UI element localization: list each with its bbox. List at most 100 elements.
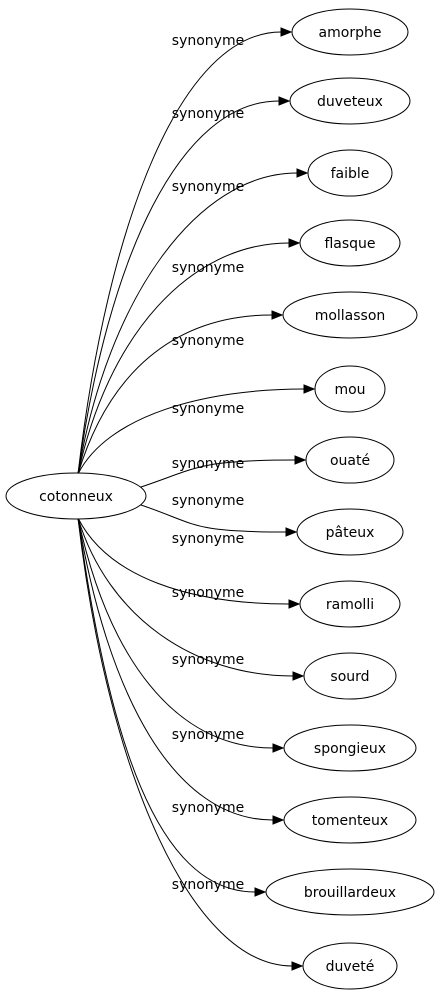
- edge-line: [77, 517, 274, 749]
- edge-line: [137, 503, 287, 533]
- target-node[interactable]: faible: [307, 149, 393, 197]
- edge-label: synonyme: [172, 727, 244, 743]
- synonym-edge: synonyme: [77, 238, 301, 475]
- edge-label: synonyme: [172, 585, 244, 601]
- target-node[interactable]: spongieux: [283, 724, 417, 772]
- source-node[interactable]: cotonneux: [5, 472, 147, 520]
- edge-line: [137, 459, 296, 489]
- target-node-label: sourd: [330, 669, 369, 685]
- edge-label: synonyme: [172, 33, 244, 49]
- target-node-ellipse: [282, 291, 418, 339]
- edge-label: synonyme: [172, 401, 244, 417]
- synonym-edge: synonyme: [77, 517, 285, 753]
- edge-label: synonyme: [172, 652, 244, 668]
- target-node[interactable]: ouaté: [305, 436, 395, 484]
- target-node-ellipse: [283, 724, 417, 772]
- synonym-edge: synonyme: [77, 517, 267, 897]
- target-node-label: faible: [331, 166, 370, 182]
- synonym-edge: synonyme: [77, 517, 285, 825]
- edge-label: synonyme: [172, 493, 244, 509]
- synonym-edge: synonyme: [77, 517, 304, 971]
- edge-line: [77, 517, 256, 893]
- arrowhead-icon: [294, 455, 307, 465]
- target-node[interactable]: ramolli: [299, 580, 401, 628]
- target-node-ellipse: [305, 436, 395, 484]
- target-node-ellipse: [291, 8, 409, 56]
- edge-line: [77, 172, 298, 475]
- synonym-edge: synonyme: [77, 517, 301, 609]
- synonym-edge: synonyme: [77, 27, 293, 475]
- target-node-label: spongieux: [314, 741, 386, 757]
- target-node[interactable]: pâteux: [296, 508, 404, 556]
- arrowhead-icon: [288, 599, 301, 609]
- edge-line: [77, 100, 280, 475]
- target-node[interactable]: sourd: [303, 652, 397, 700]
- arrowhead-icon: [285, 527, 298, 537]
- arrowhead-icon: [272, 815, 285, 825]
- target-node[interactable]: tomenteux: [283, 796, 417, 844]
- edge-label: synonyme: [172, 456, 244, 472]
- edge-line: [77, 388, 305, 475]
- target-node-ellipse: [296, 508, 404, 556]
- target-node-ellipse: [283, 796, 417, 844]
- arrowhead-icon: [272, 743, 285, 753]
- target-node-label: duveteux: [317, 94, 383, 110]
- target-node[interactable]: amorphe: [291, 8, 409, 56]
- edge-label: synonyme: [172, 333, 244, 349]
- edge-line: [77, 517, 290, 605]
- synonym-edge: synonyme: [77, 384, 316, 475]
- arrowhead-icon: [271, 310, 284, 320]
- synonym-edge: synonyme: [77, 517, 305, 681]
- edge-label: synonyme: [172, 106, 244, 122]
- target-node-ellipse: [265, 868, 435, 916]
- source-node-label: cotonneux: [39, 489, 113, 505]
- target-node-ellipse: [299, 219, 401, 267]
- target-node-label: brouillardeux: [304, 885, 396, 901]
- target-node-label: flasque: [324, 236, 375, 252]
- target-node[interactable]: flasque: [299, 219, 401, 267]
- target-node[interactable]: mollasson: [282, 291, 418, 339]
- arrowhead-icon: [288, 238, 301, 248]
- synonym-edge: synonyme: [77, 168, 309, 475]
- edge-line: [77, 242, 290, 475]
- arrowhead-icon: [280, 27, 293, 37]
- target-node-ellipse: [302, 942, 398, 990]
- arrowhead-icon: [303, 384, 316, 394]
- target-node-ellipse: [303, 652, 397, 700]
- edge-line: [77, 517, 274, 821]
- target-node[interactable]: duveteux: [289, 77, 411, 125]
- target-node-label: amorphe: [319, 25, 382, 41]
- synonym-edge: synonyme: [137, 493, 298, 537]
- target-node-ellipse: [314, 365, 386, 413]
- synonym-edge: synonyme: [77, 96, 291, 475]
- arrowhead-icon: [292, 671, 305, 681]
- edge-label: synonyme: [172, 260, 244, 276]
- target-node-ellipse: [289, 77, 411, 125]
- target-node-label: pâteux: [326, 525, 375, 541]
- source-node-ellipse: [5, 472, 147, 520]
- synonym-edge: synonyme: [77, 310, 284, 475]
- target-node[interactable]: duveté: [302, 942, 398, 990]
- target-node-label: duveté: [326, 959, 375, 975]
- edge-layer: synonyme synonyme synonyme synonyme synonyme…: [77, 27, 316, 971]
- arrowhead-icon: [291, 961, 304, 971]
- arrowhead-icon: [254, 887, 267, 897]
- edge-line: [77, 314, 273, 475]
- target-node-ellipse: [307, 149, 393, 197]
- target-node-ellipse: [299, 580, 401, 628]
- target-node-label: mollasson: [315, 308, 386, 324]
- edge-line: [77, 31, 282, 475]
- edge-line: [77, 517, 294, 677]
- edge-label: synonyme: [172, 531, 244, 547]
- edge-line: [77, 517, 293, 967]
- edge-label: synonyme: [172, 877, 244, 893]
- target-node-label: ouaté: [330, 453, 370, 469]
- edge-label: synonyme: [172, 800, 244, 816]
- target-node[interactable]: mou: [314, 365, 386, 413]
- arrowhead-icon: [278, 96, 291, 106]
- target-node-label: ramolli: [326, 597, 374, 613]
- target-node[interactable]: brouillardeux: [265, 868, 435, 916]
- target-node-label: mou: [334, 382, 365, 398]
- target-node-label: tomenteux: [312, 813, 388, 829]
